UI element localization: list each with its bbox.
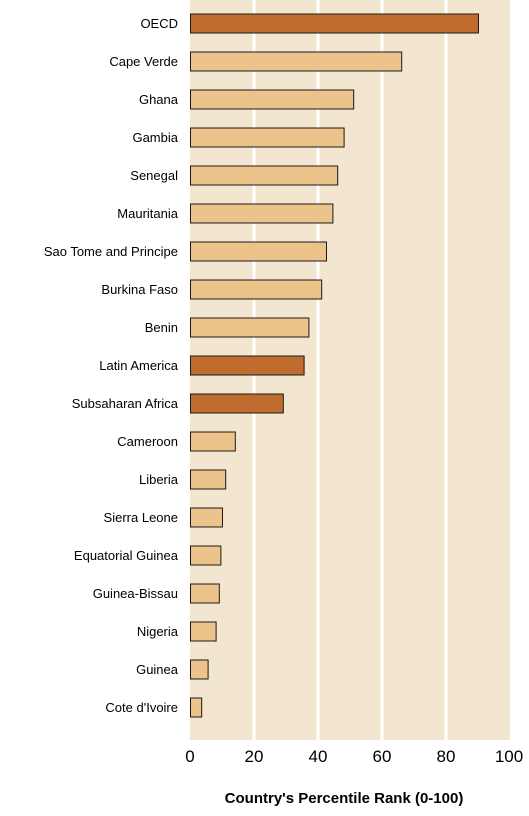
category-label: OECD	[140, 16, 178, 31]
category-label: Senegal	[130, 168, 178, 183]
x-axis-title: Country's Percentile Rank (0-100)	[225, 790, 464, 807]
bar-guinea-bissau	[190, 583, 220, 604]
bar-equatorial-guinea	[190, 545, 222, 566]
bar-benin	[190, 317, 310, 338]
bar-sao-tome-and-principe	[190, 241, 327, 262]
bar-cape-verde	[190, 51, 403, 72]
bar-cameroon	[190, 431, 236, 452]
bar-gambia	[190, 127, 345, 148]
category-labels: OECD Cape VerdeGhanaGambiaSenegalMauritan…	[44, 16, 179, 715]
bar-latin-america	[190, 355, 305, 376]
x-tick-label: 20	[245, 747, 264, 766]
bar-sierra-leone	[190, 507, 223, 528]
category-label: Guinea	[136, 662, 179, 677]
x-tick-label: 100	[495, 747, 523, 766]
x-tick-label: 0	[185, 747, 194, 766]
bar-senegal	[190, 165, 339, 186]
x-tick-label: 40	[309, 747, 328, 766]
category-label: Cape Verde	[109, 54, 178, 69]
bar-burkina-faso	[190, 279, 323, 300]
x-tick-label: 60	[373, 747, 392, 766]
category-label: Benin	[145, 320, 178, 335]
bar-guinea	[190, 659, 209, 680]
category-label: Sao Tome and Principe	[44, 244, 178, 259]
category-label: Ghana	[139, 92, 179, 107]
bar-oecd	[190, 13, 479, 34]
category-label: Sierra Leone	[104, 510, 178, 525]
bar-ghana	[190, 89, 355, 110]
bars	[190, 13, 479, 718]
bar-subsaharan-africa	[190, 393, 284, 414]
category-label: Gambia	[132, 130, 178, 145]
category-label: Subsaharan Africa	[72, 396, 179, 411]
bar-cote-d-ivoire	[190, 697, 203, 718]
category-label: Burkina Faso	[101, 282, 178, 297]
bar-mauritania	[190, 203, 334, 224]
bar-nigeria	[190, 621, 217, 642]
category-label: Cameroon	[117, 434, 178, 449]
category-label: Cote d'Ivoire	[105, 700, 178, 715]
category-label: Latin America	[99, 358, 179, 373]
category-label: Liberia	[139, 472, 179, 487]
category-label: Mauritania	[117, 206, 178, 221]
x-tick-label: 80	[437, 747, 456, 766]
bar-liberia	[190, 469, 227, 490]
x-tick-labels: 0 20 40 60 80 100	[185, 747, 523, 766]
category-label: Nigeria	[137, 624, 179, 639]
gridlines	[252, 0, 448, 740]
category-label: Guinea-Bissau	[93, 586, 178, 601]
category-label: Equatorial Guinea	[74, 548, 179, 563]
